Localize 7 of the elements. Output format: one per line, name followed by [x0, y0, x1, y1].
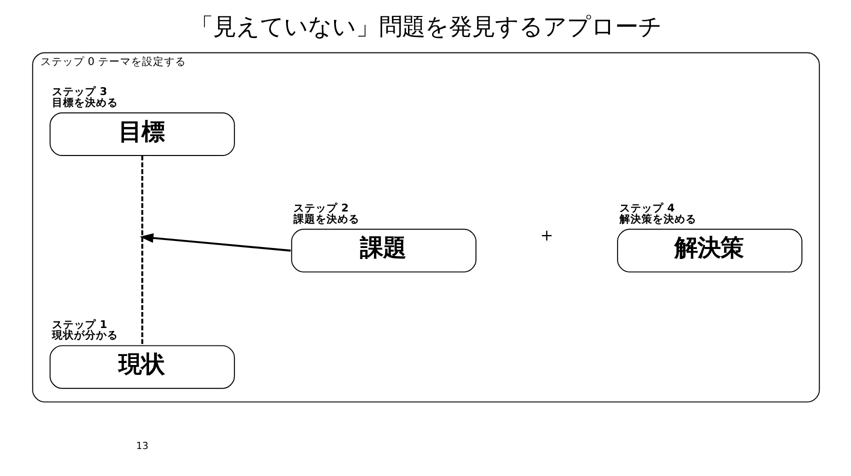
diagram-title: 「見えていない」問題を発見するアプローチ [190, 13, 662, 40]
node-label: ステップ 3 目標を決める [52, 85, 118, 109]
node-label: ステップ 1 現状が分かる [52, 318, 118, 342]
label: 13 [136, 440, 148, 452]
node-label: ステップ 2 課題を決める [293, 202, 360, 226]
label: + [540, 226, 553, 245]
node-label: ステップ 4 解決策を決める [619, 202, 696, 226]
